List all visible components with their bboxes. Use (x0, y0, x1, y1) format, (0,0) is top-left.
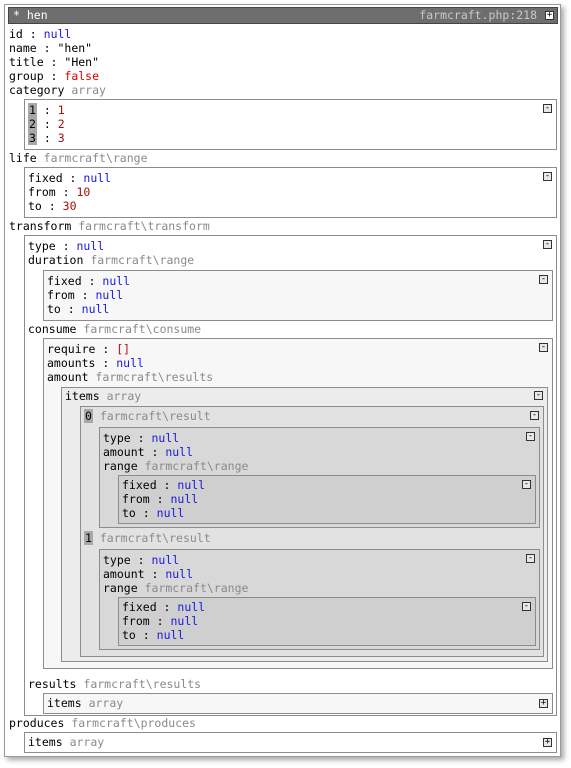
collapse-transform-icon[interactable]: - (543, 239, 552, 249)
range-1-to: to : null (122, 628, 185, 642)
produces-items: items array (28, 735, 105, 749)
result-entry-1-header: 1 farmcraft\result (84, 531, 211, 545)
consume-amounts: amounts : null (47, 356, 144, 370)
collapse-life-icon[interactable]: - (543, 171, 552, 181)
expand-all-toggle-icon[interactable]: + (545, 10, 554, 20)
amount-results-box: items array - 0 farmcraft\result - - typ… (61, 387, 548, 662)
result-1-amount: amount : null (103, 567, 194, 581)
prop-produces: produces farmcraft\produces (9, 716, 196, 730)
result-1-range: range farmcraft\range (103, 581, 249, 595)
range-1-fixed: fixed : null (122, 600, 206, 614)
prop-title: title : "Hen" (9, 55, 100, 69)
range-0-to: to : null (122, 506, 185, 520)
prop-life: life farmcraft\range (9, 151, 148, 165)
source-location: farmcraft.php:218 (419, 8, 537, 22)
collapse-consume-icon[interactable]: - (539, 342, 548, 352)
life-fixed: fixed : null (28, 171, 112, 185)
life-to: to : 30 (28, 199, 77, 213)
duration-fixed: fixed : null (47, 274, 131, 288)
dump-title: * hen (13, 8, 48, 22)
transform-results: results farmcraft\results (28, 677, 202, 691)
category-item: 2 : 2 (28, 117, 65, 131)
collapse-category-icon[interactable]: - (543, 103, 552, 113)
collapse-result-0-range-icon[interactable]: - (522, 479, 531, 489)
result-0-range-box: - fixed : null from : null to : null (118, 475, 536, 524)
life-range-box: - fixed : null from : 10 to : 30 (24, 167, 557, 218)
range-1-from: from : null (122, 614, 199, 628)
collapse-result-0-props-icon[interactable]: - (526, 431, 535, 441)
result-0-box: - type : null amount : null range farmcr… (99, 427, 540, 528)
result-0-type: type : null (103, 431, 180, 445)
prop-id: id : null (9, 27, 72, 41)
produces-box: items array + (24, 732, 557, 753)
category-array-box: - 1 : 1 2 : 2 3 : 3 (24, 99, 557, 150)
transform-type: type : null (28, 239, 105, 253)
consume-require: require : [] (47, 342, 131, 356)
result-1-range-box: - fixed : null from : null to : null (118, 597, 536, 646)
duration-to: to : null (47, 302, 110, 316)
prop-category: category array (9, 83, 106, 97)
result-1-type: type : null (103, 553, 180, 567)
expand-produces-items-icon[interactable]: + (543, 737, 552, 747)
transform-consume: consume farmcraft\consume (28, 322, 202, 336)
result-entry-0-header: 0 farmcraft\result (84, 409, 211, 423)
prop-name: name : "hen" (9, 41, 93, 55)
consume-box: - require : [] amounts : null amount far… (43, 338, 553, 669)
collapse-result-1-range-icon[interactable]: - (522, 601, 531, 611)
amount-items: items array (65, 389, 142, 403)
category-item: 1 : 1 (28, 103, 65, 117)
range-0-fixed: fixed : null (122, 478, 206, 492)
results-box: items array + (43, 693, 553, 714)
collapse-result-1-props-icon[interactable]: - (526, 553, 535, 563)
results-items: items array (47, 696, 124, 710)
transform-duration: duration farmcraft\range (28, 253, 195, 267)
duration-range-box: - fixed : null from : null to : null (43, 270, 553, 321)
expand-results-items-icon[interactable]: + (539, 698, 548, 708)
consume-amount: amount farmcraft\results (47, 370, 214, 384)
collapse-amount-items-icon[interactable]: - (534, 390, 543, 400)
prop-transform: transform farmcraft\transform (9, 219, 210, 233)
range-0-from: from : null (122, 492, 199, 506)
prop-group: group : false (9, 69, 100, 83)
life-from: from : 10 (28, 185, 91, 199)
items-array-box: 0 farmcraft\result - - type : null amoun… (80, 406, 544, 657)
result-0-amount: amount : null (103, 445, 194, 459)
collapse-duration-icon[interactable]: - (539, 274, 548, 284)
duration-from: from : null (47, 288, 124, 302)
result-1-box: - type : null amount : null range farmcr… (99, 549, 540, 650)
collapse-result-0-icon[interactable]: - (530, 410, 539, 420)
debug-dump-panel: * hen farmcraft.php:218 + id : null name… (4, 4, 561, 757)
transform-box: - type : null duration farmcraft\range -… (24, 235, 557, 716)
dump-header: * hen farmcraft.php:218 + (8, 7, 558, 24)
category-item: 3 : 3 (28, 131, 65, 145)
result-0-range: range farmcraft\range (103, 459, 249, 473)
